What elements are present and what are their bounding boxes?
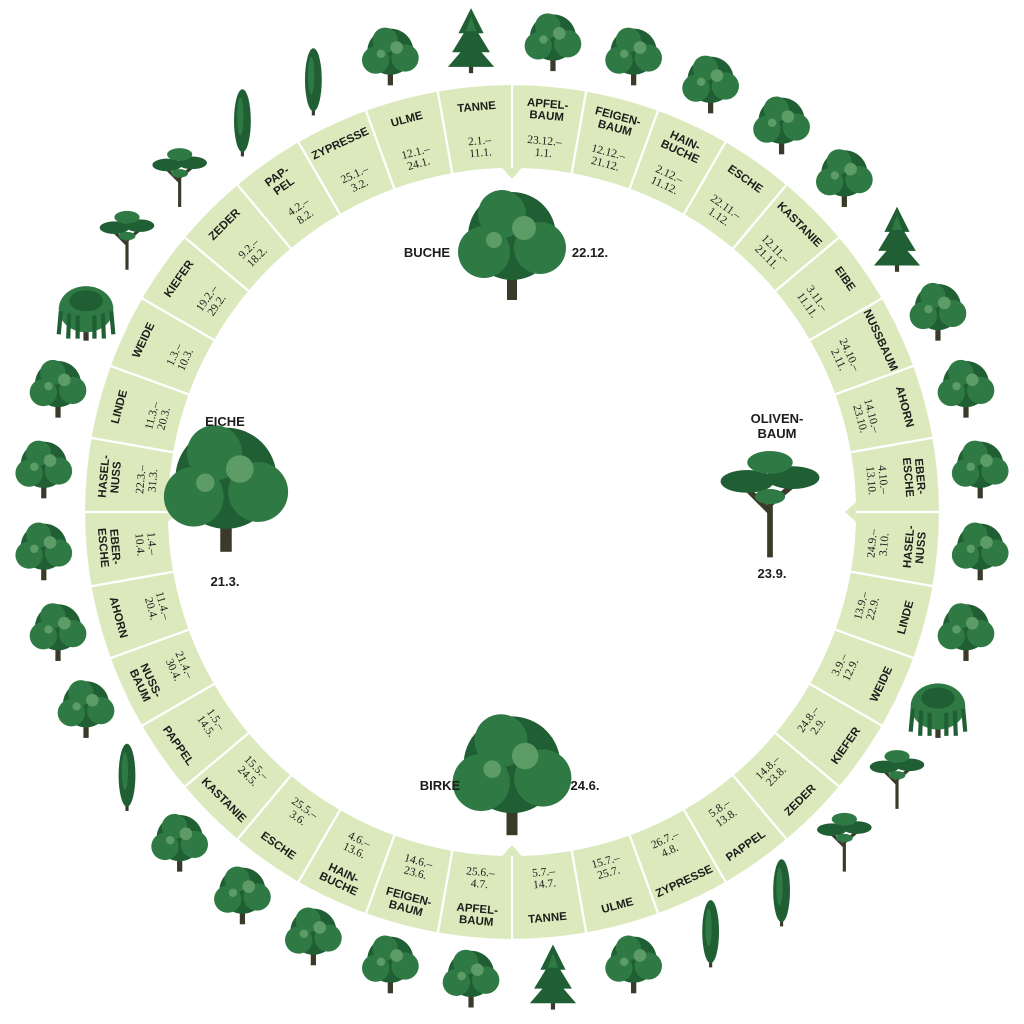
maple-tree-icon (937, 359, 995, 418)
segment-date-range: 14.6.–23.6. (400, 852, 434, 883)
segment-tree-name: HASEL-NUSS (902, 525, 930, 570)
elm-tree-icon (605, 935, 662, 994)
buche-date: 22.12. (571, 245, 609, 260)
pine-tree-icon (98, 209, 156, 272)
birke-date: 24.6. (570, 778, 600, 793)
fir-tree-icon (447, 8, 495, 74)
pine-tree-icon (868, 748, 926, 811)
willow-tree-icon (59, 286, 114, 341)
apple-tree-icon (442, 949, 500, 1008)
cardinal-pointer (502, 845, 522, 856)
segment-date-range: 22.3.–31.3. (134, 464, 160, 495)
elm-tree-icon (362, 27, 419, 86)
walnut-tree-icon (57, 680, 115, 738)
segment-date-range: 24.8.–2.9. (795, 704, 831, 742)
eiche-date: 21.3. (210, 574, 240, 589)
poplar-tree-icon (773, 859, 790, 927)
olivenbaum-label: OLIVEN- BAUM (750, 411, 804, 441)
oak-tree-icon (163, 425, 289, 552)
cardinal-pointer (845, 502, 856, 522)
ring-segment (436, 82, 514, 176)
birke-label: BIRKE (419, 778, 461, 793)
ash-tree-icon (753, 96, 810, 155)
segment-tree-name: APFEL-BAUM (455, 902, 499, 930)
ash-tree-icon (214, 866, 271, 925)
deciduous-tree-icon (605, 27, 662, 86)
beech-tree-icon (458, 190, 566, 300)
segment-tree-name: TANNE (528, 911, 568, 926)
willow-tree-icon (911, 683, 966, 738)
hazel-tree-icon (15, 440, 73, 499)
linden-tree-icon (29, 359, 87, 418)
cypress-tree-icon (702, 900, 720, 968)
deciduous-tree-icon (682, 55, 739, 114)
segment-date-range: 11.3.–20.3. (143, 400, 174, 434)
walnut-tree-icon (909, 282, 967, 341)
segment-tree-name: HASEL-NUSS (97, 454, 125, 499)
maple-tree-icon (29, 603, 87, 661)
deciduous-tree-icon (524, 13, 582, 72)
segment-date-range: 24.10.–2.11. (826, 337, 862, 379)
segment-date-range: 23.12.–1.1. (526, 134, 563, 161)
buche-label: BUCHE (403, 245, 451, 260)
yew-tree-icon (873, 206, 921, 272)
segment-date-range: 1.4.–10.4. (132, 532, 158, 557)
linden-tree-icon (937, 603, 995, 661)
fir-tree-icon (529, 944, 577, 1010)
olivenbaum-date: 23.9. (757, 566, 787, 581)
olive-tree-icon (721, 451, 820, 557)
segment-date-range: 11.4.–20.4. (141, 590, 172, 624)
birch-tree-icon (452, 714, 572, 836)
fig-tree-icon (362, 935, 419, 994)
segment-tree-name: EBER-ESCHE (900, 456, 927, 498)
cedar-tree-icon (815, 811, 874, 874)
segment-date-range: 5.7.–14.7. (532, 866, 557, 892)
segment-date-range: 12.1.–24.1. (400, 143, 434, 174)
segment-tree-name: APFEL-BAUM (525, 97, 569, 125)
segment-date-range: 4.10.–13.10. (863, 465, 889, 496)
cardinal-pointer (502, 168, 522, 179)
hornbeam-tree-icon (285, 907, 342, 966)
segment-date-range: 2.1.–11.1. (468, 134, 493, 160)
poplar-tree-icon (118, 743, 136, 811)
chestnut-tree-icon (815, 149, 873, 207)
segment-date-range: 25.6.–4.7. (465, 865, 496, 891)
cypress-tree-icon (304, 48, 322, 116)
rowan-tree-icon (15, 522, 73, 581)
rowan-tree-icon (951, 440, 1009, 499)
eiche-label: EICHE (205, 414, 245, 429)
segment-tree-name: TANNE (457, 100, 497, 115)
segment-date-range: 24.9.–3.10. (865, 528, 891, 559)
cedar-tree-icon (150, 146, 209, 209)
hazel-tree-icon (951, 522, 1009, 581)
segment-date-range: 15.7.–25.7. (590, 852, 624, 883)
segment-date-range: 13.9.–22.9. (852, 590, 883, 624)
chestnut-tree-icon (151, 813, 209, 872)
segment-tree-name: EBER-ESCHE (95, 527, 122, 569)
poplar-tree-icon (234, 89, 251, 157)
